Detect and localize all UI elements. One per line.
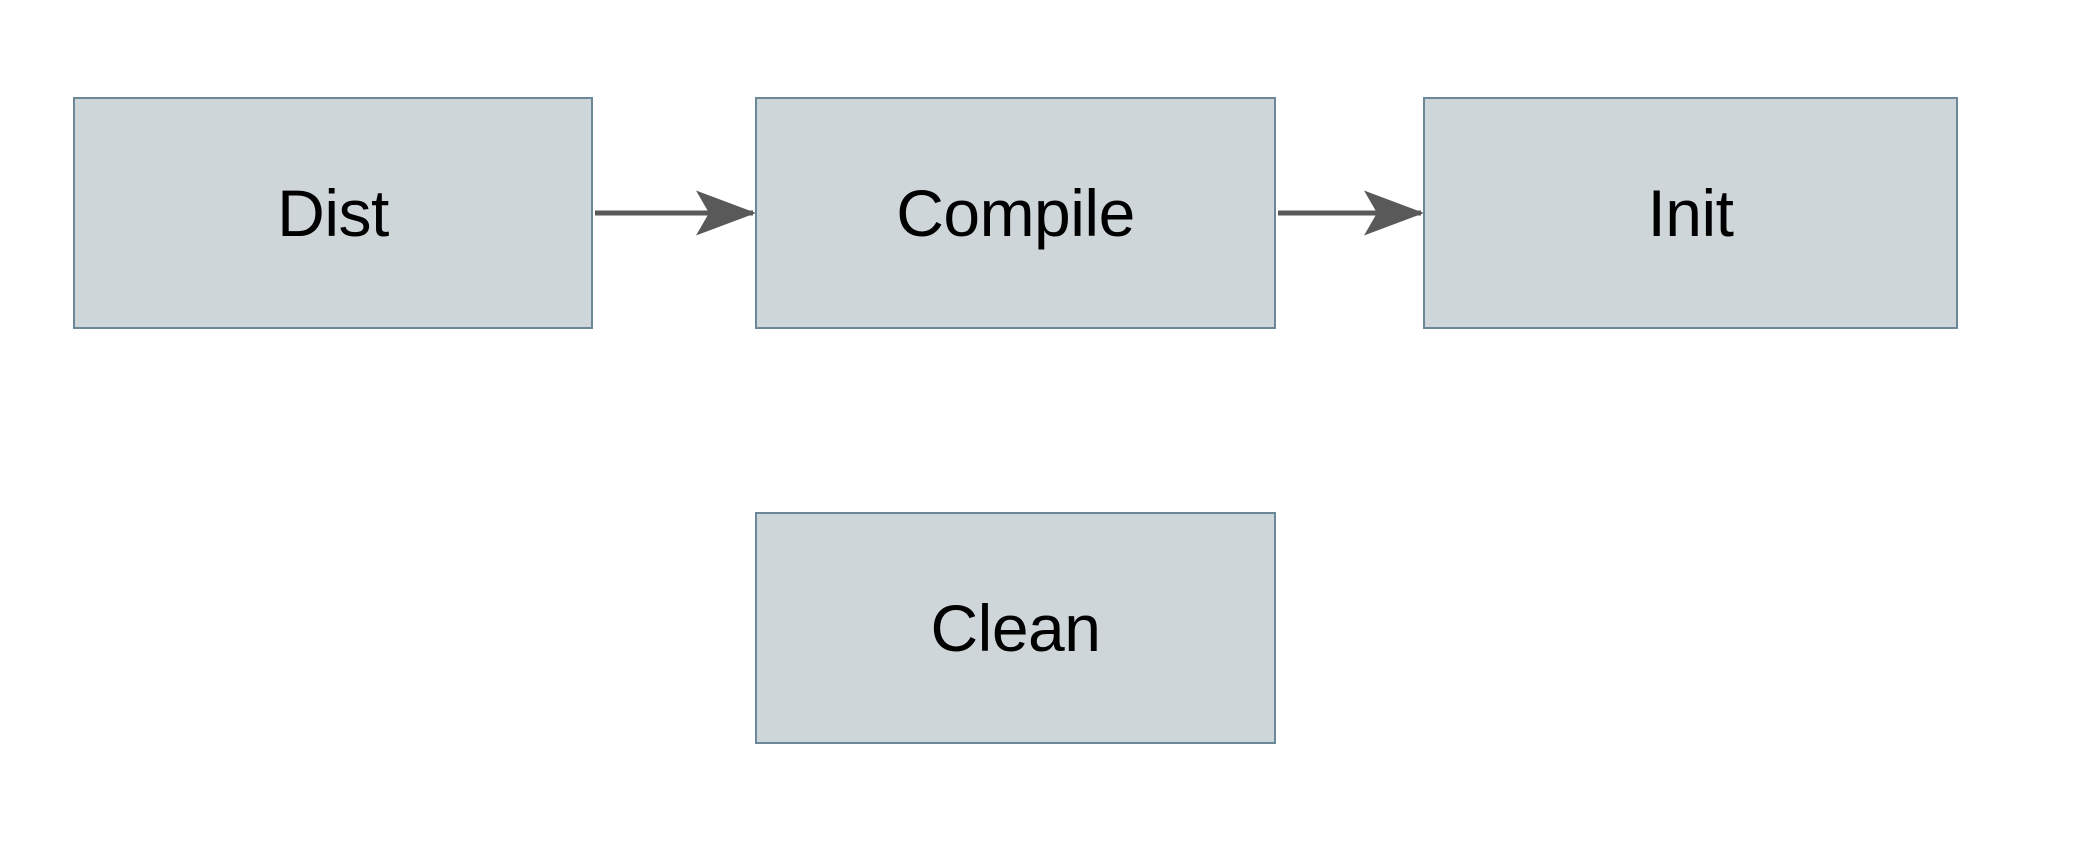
node-dist[interactable]: Dist [73, 97, 593, 329]
node-dist-label: Dist [277, 176, 389, 250]
node-compile[interactable]: Compile [755, 97, 1276, 329]
node-clean[interactable]: Clean [755, 512, 1276, 744]
edge-dist-to-compile-hit[interactable] [595, 198, 753, 228]
node-compile-label: Compile [896, 176, 1135, 250]
node-init[interactable]: Init [1423, 97, 1958, 329]
node-clean-label: Clean [930, 591, 1101, 665]
node-init-label: Init [1647, 176, 1734, 250]
edge-compile-to-init-hit[interactable] [1278, 198, 1421, 228]
